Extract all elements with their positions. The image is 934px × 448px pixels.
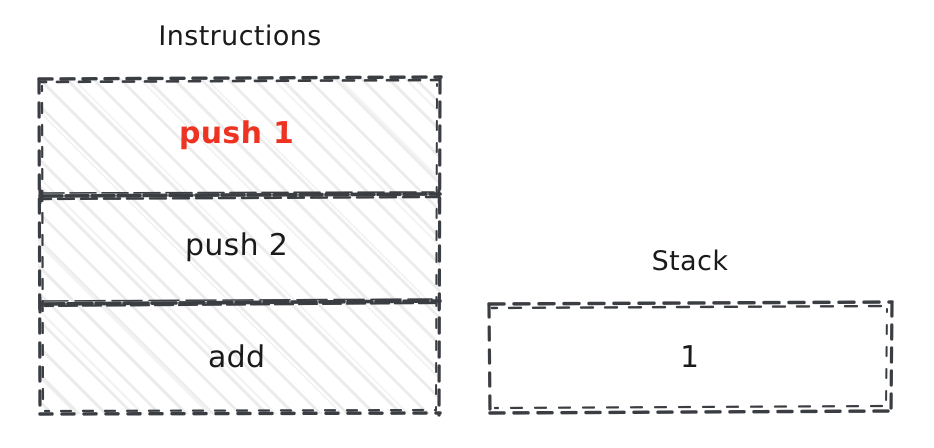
instruction-list: push 1 push 2 add bbox=[38, 78, 440, 414]
instruction-row[interactable]: push 2 bbox=[38, 190, 440, 302]
instruction-label: add bbox=[208, 340, 266, 375]
instructions-panel-title: Instructions bbox=[158, 21, 322, 52]
instruction-row[interactable]: push 1 bbox=[38, 78, 440, 190]
instruction-row[interactable]: add bbox=[38, 302, 440, 414]
instruction-label: push 2 bbox=[185, 228, 289, 263]
instruction-label: push 1 bbox=[179, 116, 295, 151]
instructions-panel: push 1 push 2 add bbox=[38, 78, 440, 414]
stack-panel: 1 bbox=[488, 303, 892, 413]
stack-panel-title: Stack bbox=[651, 246, 729, 277]
hatch-fill bbox=[38, 78, 440, 414]
stack-cell-value: 1 bbox=[680, 340, 700, 375]
